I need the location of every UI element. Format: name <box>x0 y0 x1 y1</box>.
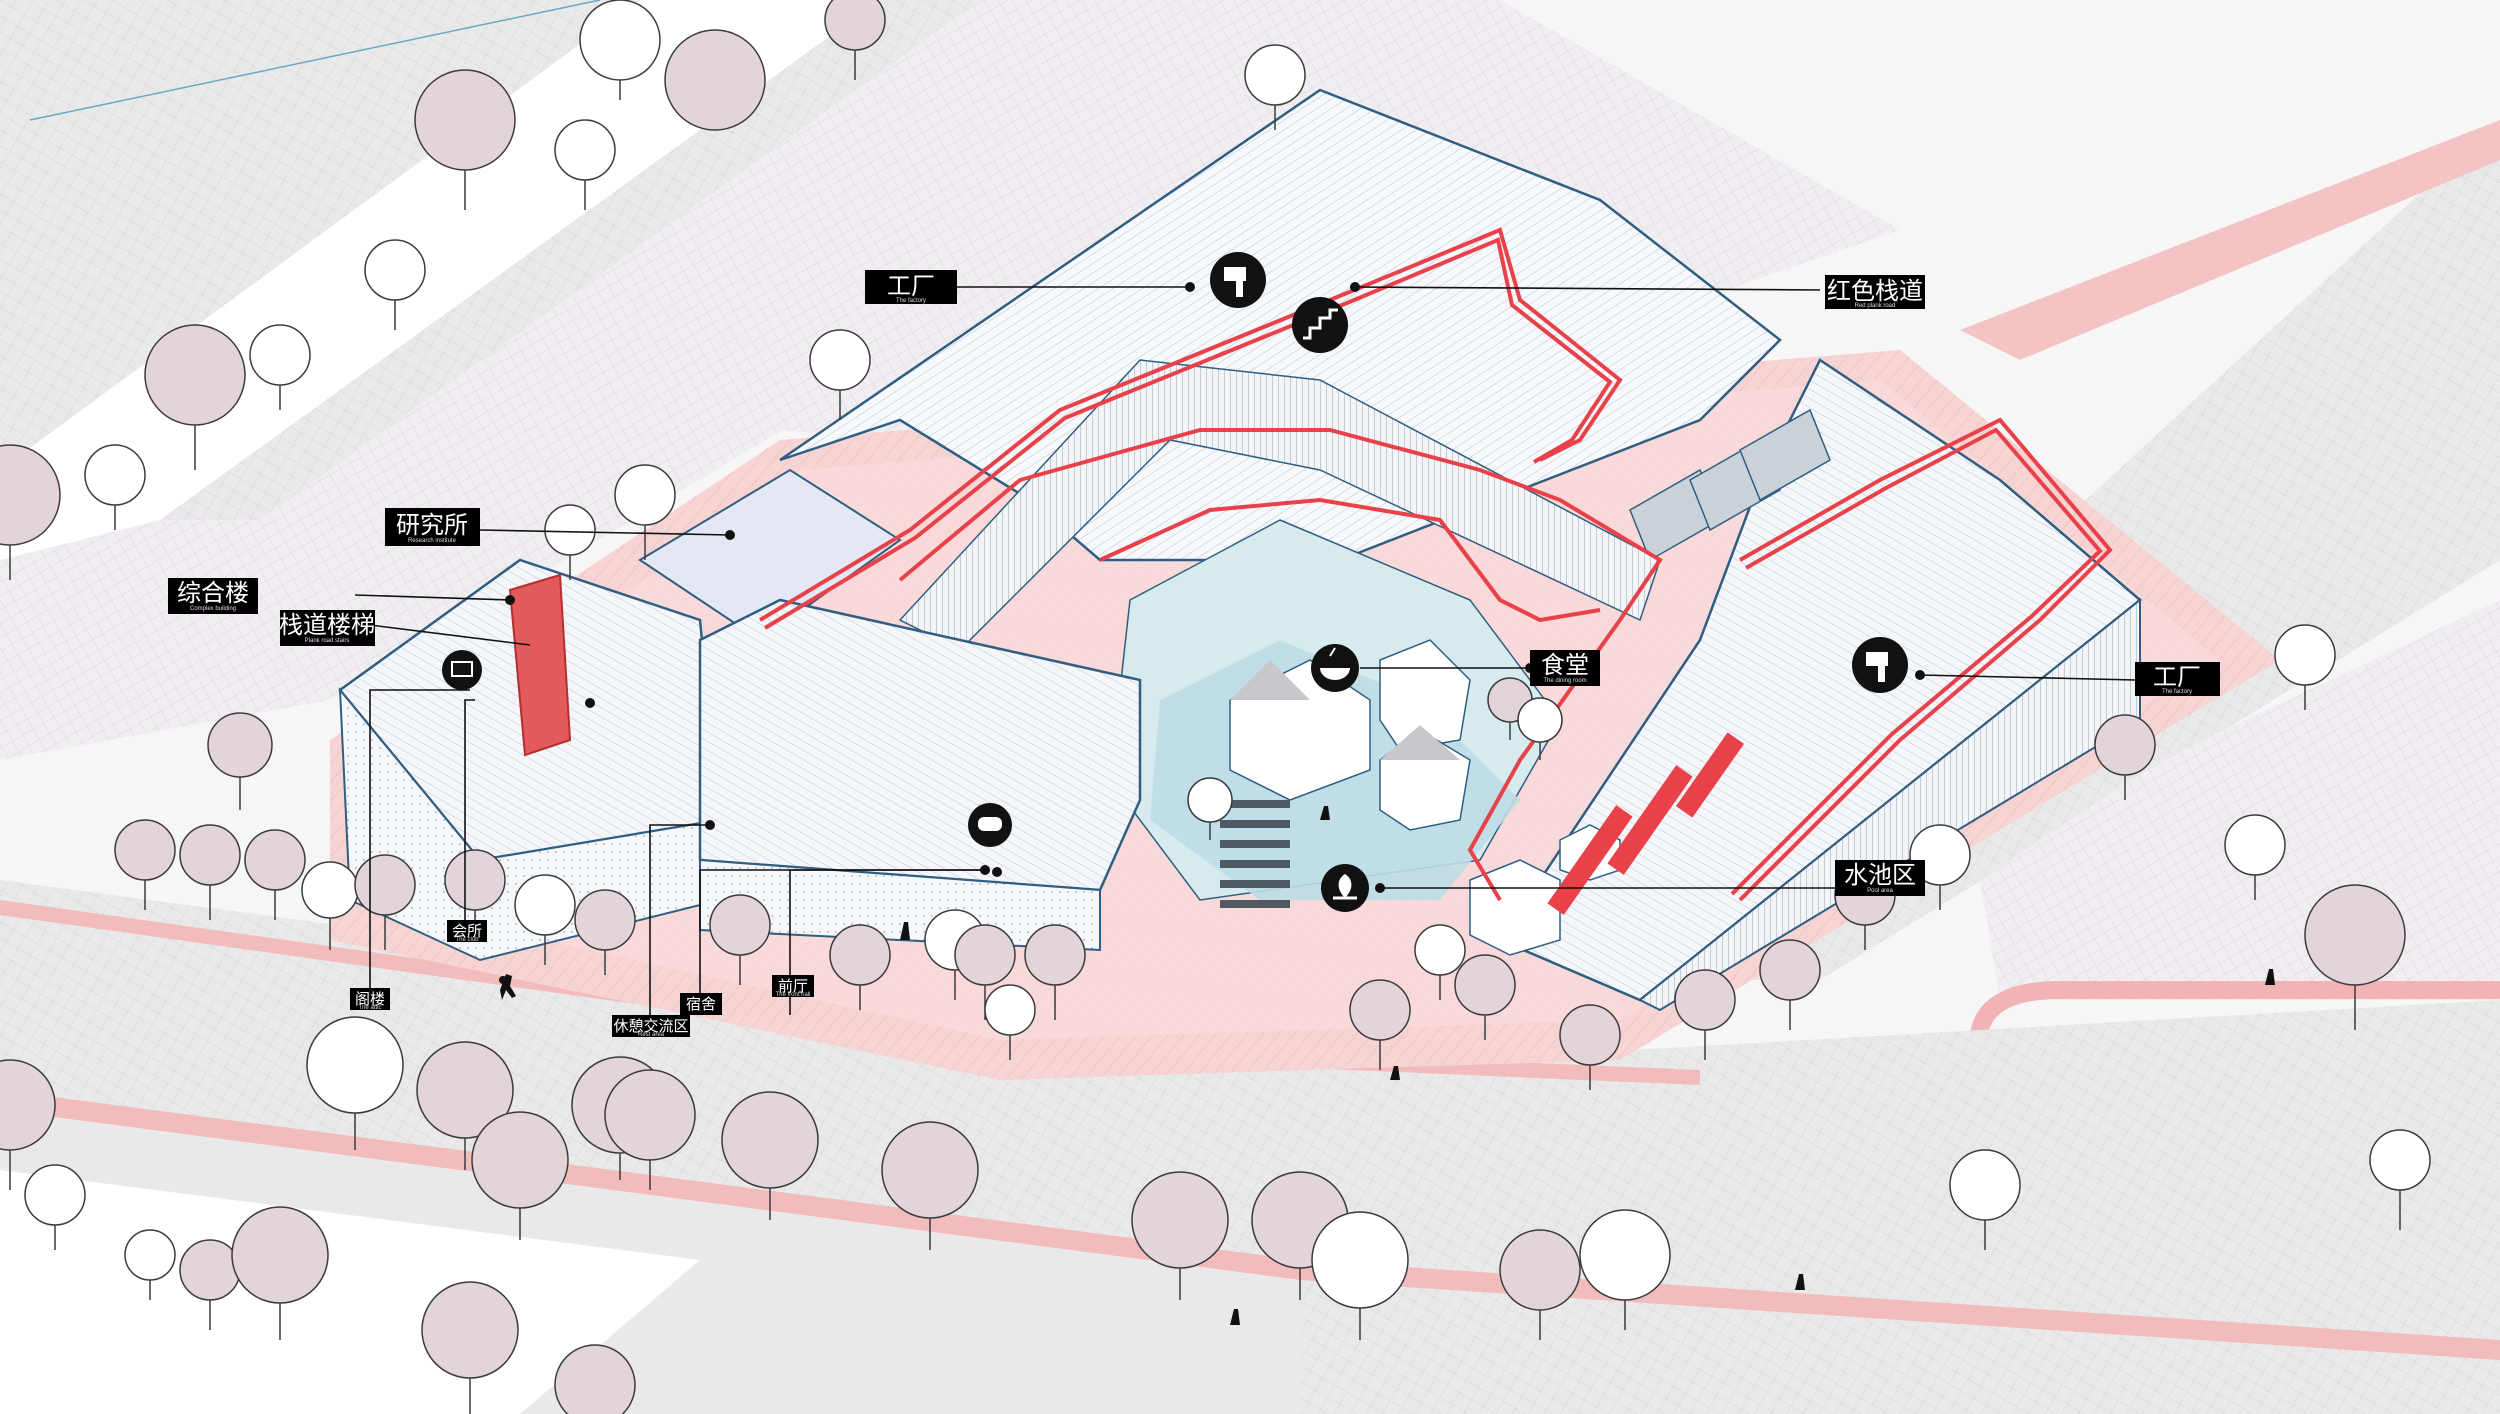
svg-text:食堂: 食堂 <box>1541 651 1589 679</box>
avenue-top-2 <box>0 0 880 560</box>
stair-tower <box>508 573 572 757</box>
leader-lines <box>354 286 2136 1015</box>
svg-text:Research institute: Research institute <box>408 538 457 544</box>
svg-text:The club: The club <box>455 937 479 943</box>
label-attic: 阁楼 The attic <box>350 988 390 1011</box>
pavilion-roof-a <box>1230 660 1310 700</box>
svg-text:The factory: The factory <box>2162 689 2192 695</box>
hammer-icon <box>1210 252 1266 308</box>
label-factory-top: 工厂 The factory <box>865 270 957 304</box>
label-dorm: 宿舍 <box>680 993 722 1015</box>
trees <box>0 0 2431 1414</box>
svg-text:会所: 会所 <box>452 922 482 940</box>
label-clubhouse: 会所 The club <box>447 920 487 943</box>
road-line <box>29 0 601 121</box>
building-icon <box>442 650 482 690</box>
avenue-top-3 <box>160 0 980 520</box>
pedestrians <box>499 806 2275 1325</box>
svg-text:栈道楼梯: 栈道楼梯 <box>279 611 375 639</box>
svg-text:Complex building: Complex building <box>190 606 236 612</box>
svg-text:Red plank road: Red plank road <box>1855 303 1896 309</box>
svg-text:Rest area: Rest area <box>638 1032 665 1038</box>
label-research-institute: 研究所 Research institute <box>385 508 480 546</box>
svg-text:前厅: 前厅 <box>778 977 808 995</box>
lower-lot-white <box>0 1170 700 1414</box>
svg-text:Plank road stairs: Plank road stairs <box>305 638 350 644</box>
svg-text:综合楼: 综合楼 <box>177 579 249 607</box>
label-red-walkway: 红色栈道 Red plank road <box>1825 275 1925 309</box>
svg-text:阁楼: 阁楼 <box>355 990 385 1008</box>
label-canteen: 食堂 The dining room <box>1530 650 1600 686</box>
svg-text:The attic: The attic <box>358 1005 381 1011</box>
svg-text:宿舍: 宿舍 <box>686 995 716 1013</box>
label-factory-right: 工厂 The factory <box>2135 662 2220 696</box>
road-pink-strip-bottom <box>0 1090 2500 1360</box>
svg-text:红色栈道: 红色栈道 <box>1827 277 1923 305</box>
svg-text:工厂: 工厂 <box>2153 663 2201 691</box>
bowl-icon <box>1311 644 1359 692</box>
label-plank-stairs: 栈道楼梯 Plank road stairs <box>279 610 375 646</box>
svg-text:休憩交流区: 休憩交流区 <box>613 1017 688 1035</box>
tunnel-icon <box>968 803 1012 847</box>
svg-text:工厂: 工厂 <box>887 272 935 300</box>
road-pink-strip-top <box>0 900 1700 1085</box>
stepping-stones <box>1220 800 1290 908</box>
svg-text:研究所: 研究所 <box>396 511 468 539</box>
red-walkway <box>758 227 2113 902</box>
svg-text:The dining room: The dining room <box>1543 678 1586 684</box>
label-lobby: 前厅 The front hall <box>772 975 814 998</box>
skylights <box>1629 408 1831 562</box>
upper-left-block <box>0 0 600 420</box>
label-lounge: 休憩交流区 Rest area <box>612 1015 690 1038</box>
research-roof <box>638 468 902 642</box>
svg-text:The factory: The factory <box>896 298 926 304</box>
svg-text:Pool area: Pool area <box>1867 888 1893 894</box>
svg-text:水池区: 水池区 <box>1844 861 1916 889</box>
pavilion-roof-b <box>1380 725 1460 760</box>
svg-text:The front hall: The front hall <box>775 992 810 998</box>
stairs-icon <box>1292 297 1348 353</box>
label-pool-area: 水池区 Pool area <box>1835 860 1925 896</box>
hammer-icon <box>1852 637 1908 693</box>
right-pink-strip <box>1960 120 2500 360</box>
label-complex-building: 综合楼 Complex building <box>168 578 258 614</box>
plant-icon <box>1321 864 1369 912</box>
